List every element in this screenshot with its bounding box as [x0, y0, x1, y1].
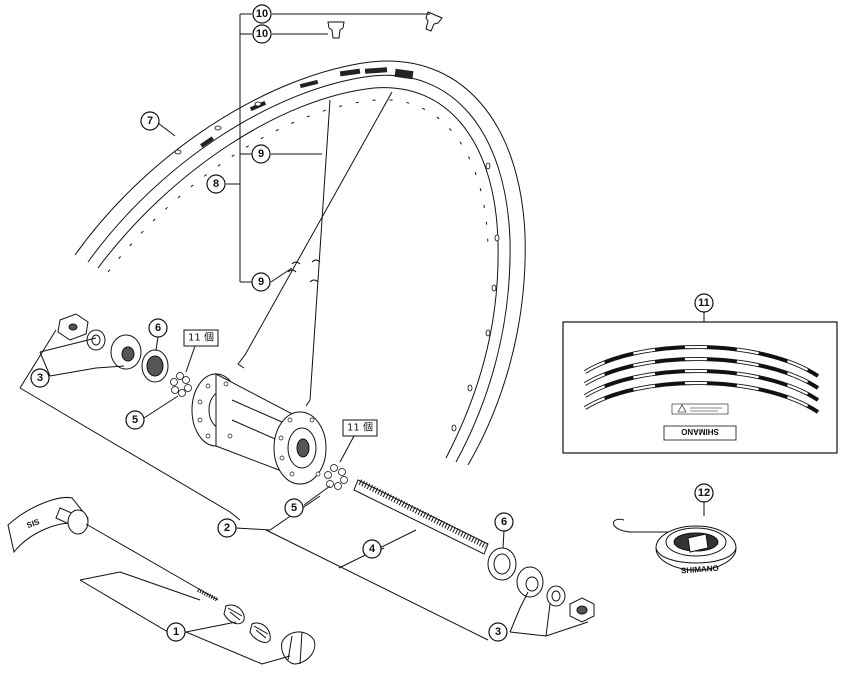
- spoke-straight: [305, 99, 331, 407]
- right-dust-cap: [487, 547, 517, 581]
- spoke-nipple-2: [425, 11, 443, 32]
- svg-text:9: 9: [258, 148, 264, 160]
- callout-3-a: 3: [30, 368, 50, 388]
- svg-text:6: 6: [155, 322, 161, 334]
- svg-text:2: 2: [224, 522, 230, 534]
- callout-6-b: 6: [494, 512, 514, 532]
- svg-text:SHIMANO: SHIMANO: [681, 427, 719, 436]
- svg-text:5: 5: [291, 502, 297, 514]
- right-cone: [516, 566, 544, 598]
- svg-text:11: 11: [698, 297, 710, 309]
- callout-9-a: 9: [251, 144, 271, 164]
- svg-text:7: 7: [147, 115, 153, 127]
- quick-release-lever: SIS: [7, 496, 89, 554]
- svg-text:SHIMANO: SHIMANO: [681, 564, 719, 576]
- rim-decal-stripes: [200, 67, 414, 148]
- left-locknut: [57, 313, 89, 341]
- svg-text:6: 6: [501, 516, 507, 528]
- callout-2: 2: [217, 518, 237, 538]
- rim-tape-roll: SHIMANO: [613, 518, 737, 576]
- callout-4: 4: [362, 539, 382, 559]
- ball-count-box-left: 11 個: [183, 329, 219, 373]
- spoke-bent: [237, 91, 393, 369]
- callout-5-a: 5: [125, 410, 145, 430]
- hub-axle: [353, 479, 489, 555]
- spoke-nipple-1: [327, 21, 345, 39]
- svg-text:11 個: 11 個: [347, 421, 373, 434]
- left-cone: [110, 334, 142, 370]
- sticker-brand: SHIMANO: [663, 425, 737, 441]
- svg-text:12: 12: [698, 487, 710, 499]
- callout-6-a: 6: [148, 318, 168, 338]
- callout-12: 12: [694, 483, 714, 503]
- callout-9-b: 9: [251, 272, 271, 292]
- svg-text:5: 5: [132, 414, 138, 426]
- rim-spoke-holes: [174, 101, 500, 432]
- right-ball-bearings: [324, 464, 348, 490]
- quick-release-skewer: [85, 523, 219, 602]
- callout-8: 8: [206, 174, 226, 194]
- svg-text:3: 3: [495, 626, 501, 638]
- quick-release-spring-1: [223, 604, 245, 625]
- svg-text:11 個: 11 個: [188, 331, 214, 344]
- right-locknut: [569, 597, 595, 623]
- svg-text:10: 10: [256, 8, 268, 20]
- svg-text:1: 1: [173, 626, 179, 638]
- rim-sticker-set: SHIMANO: [562, 321, 838, 454]
- svg-text:10: 10: [256, 28, 268, 40]
- right-washer: [546, 585, 566, 607]
- ball-count-box-right: 11 個: [339, 419, 378, 463]
- hub-body: [191, 373, 327, 485]
- left-ball-bearings: [170, 372, 192, 397]
- svg-text:9: 9: [258, 276, 264, 288]
- callout-1: 1: [166, 622, 186, 642]
- callout-5-b: 5: [284, 498, 304, 518]
- svg-text:4: 4: [369, 543, 376, 555]
- svg-text:3: 3: [37, 372, 43, 384]
- leader-lines: [19, 13, 705, 665]
- callout-10-b: 10: [252, 24, 272, 44]
- callout-7: 7: [140, 111, 160, 131]
- quick-release-nut: [281, 631, 316, 665]
- svg-text:SIS: SIS: [26, 517, 42, 530]
- callout-10-a: 10: [252, 4, 272, 24]
- callout-3-b: 3: [488, 622, 508, 642]
- left-dust-cap: [141, 349, 169, 383]
- quick-release-spring-2: [249, 622, 271, 643]
- svg-text:8: 8: [213, 178, 219, 190]
- rim: [74, 60, 526, 466]
- callout-11: 11: [694, 293, 714, 313]
